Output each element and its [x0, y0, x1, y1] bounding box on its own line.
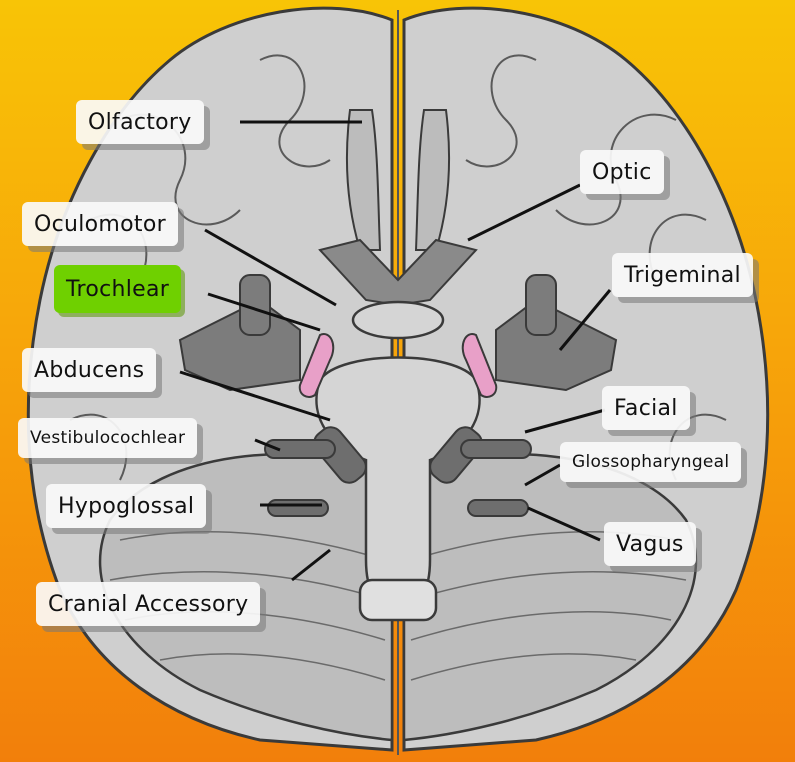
- label-oculomotor: Oculomotor: [22, 202, 178, 246]
- label-trochlear: Trochlear: [54, 265, 182, 313]
- label-optic: Optic: [580, 150, 664, 194]
- label-facial: Facial: [602, 386, 690, 430]
- label-glossopharyngeal: Glossopharyngeal: [560, 442, 742, 482]
- trigeminal-nerves: [178, 274, 618, 392]
- leader-lines: [179, 120, 612, 582]
- brainstem: [315, 300, 481, 622]
- label-abducens: Abducens: [22, 348, 157, 392]
- label-trigeminal: Trigeminal: [612, 253, 753, 297]
- lower-cranial-nerves: [264, 426, 532, 517]
- label-vestibulocochlear: Vestibulocochlear: [18, 418, 198, 458]
- label-cranial-accessory: Cranial Accessory: [36, 582, 261, 626]
- optic-chiasm: [318, 238, 478, 307]
- label-olfactory: Olfactory: [76, 100, 204, 144]
- label-vagus: Vagus: [604, 522, 696, 566]
- olfactory-tracts: [346, 109, 450, 251]
- label-hypoglossal: Hypoglossal: [46, 484, 207, 528]
- trochlear-nerves: [298, 333, 498, 398]
